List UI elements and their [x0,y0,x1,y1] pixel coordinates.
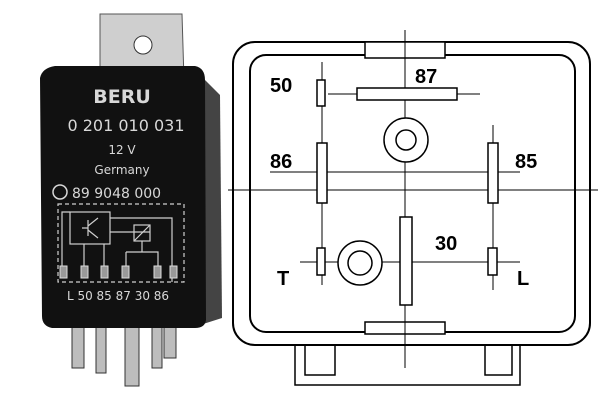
approval-mark-icon [52,184,68,200]
mounting-hole-top [383,117,429,163]
relay-body [40,66,206,328]
relay-pins [71,317,177,387]
pin-30 [399,216,413,306]
circuit-schematic [57,203,185,283]
label-30: 30 [435,233,457,255]
pin-labels: L 50 85 87 30 86 [67,289,169,303]
origin: Germany [94,163,149,177]
approval-number: 89 9048 000 [72,186,161,202]
bottom-connector [294,345,521,386]
bracket-hole [133,35,153,55]
pin-T [316,247,326,276]
schematic-pins [59,265,178,279]
pin-L [487,247,498,276]
mounting-hole-bottom [337,240,383,286]
center-crosshair [228,30,598,368]
pin-85 [487,142,499,204]
label-87: 87 [415,66,437,88]
mounting-hole-top-inner [395,129,417,151]
label-85: 85 [515,151,537,173]
pin-87 [356,87,458,101]
label-86: 86 [270,151,292,173]
brand-logo: BERU [93,86,151,108]
mounting-hole-bottom-inner [347,250,373,276]
label-T: T [277,268,289,290]
voltage: 12 V [108,143,136,157]
pinout-diagram [228,30,598,386]
pin-86 [316,142,328,204]
label-L: L [517,268,529,290]
pin-50 [316,79,326,107]
label-50: 50 [270,75,292,97]
relay-photo: BERU 0 201 010 031 12 V Germany 89 9048 … [40,13,222,387]
part-number: 0 201 010 031 [67,116,184,135]
